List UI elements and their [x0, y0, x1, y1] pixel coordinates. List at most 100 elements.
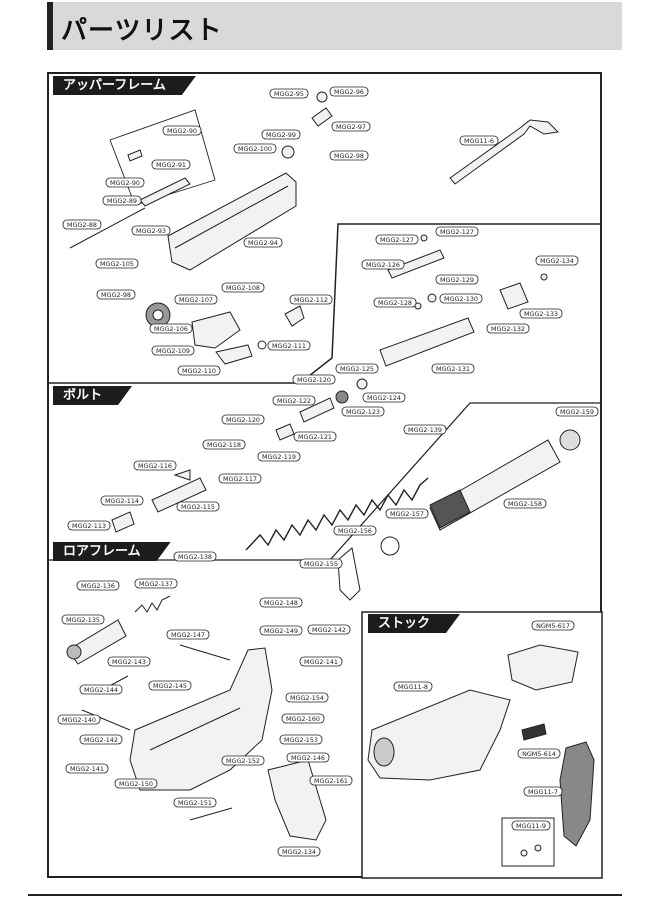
part-label: MGG2-155: [299, 558, 343, 569]
part-label-text: MGG2-127: [380, 236, 414, 244]
part-label: MGG2-156: [333, 525, 377, 536]
ejection-block: [191, 311, 241, 349]
part-label: MGG2-138: [173, 551, 217, 562]
part-label-text: MGG2-137: [139, 580, 173, 588]
part-label-text: MGG2-159: [560, 408, 594, 416]
part-label-text: MGG2-88: [67, 221, 97, 229]
part-label: MGG2-126: [361, 259, 405, 270]
diagram-frame: [47, 72, 602, 878]
part-label: MGG2-90: [105, 177, 145, 188]
part-label: NGM5-614: [517, 748, 561, 759]
part-label: MGG2-132: [486, 323, 530, 334]
part-label: MGG2-161: [309, 775, 353, 786]
part-label-text: MGG2-144: [84, 686, 118, 694]
part-label-text: MGG2-97: [336, 123, 366, 131]
part-label-text: MGG2-155: [304, 560, 338, 568]
part-label: MGG2-130: [439, 293, 483, 304]
part-label: MGG2-111: [267, 340, 311, 351]
part-label: MGG2-118: [202, 439, 246, 450]
part-label: MGG2-96: [329, 86, 369, 97]
upper-receiver: [167, 172, 297, 271]
part-label: MGG2-98: [329, 150, 369, 161]
part-label: MGG2-117: [218, 473, 262, 484]
part-label: MGG2-127: [375, 234, 419, 245]
part-label-text: MGG2-130: [444, 295, 478, 303]
part-label: MGG2-109: [151, 345, 195, 356]
part-label: MGG2-144: [79, 684, 123, 695]
part-label-text: MGG2-129: [440, 276, 474, 284]
part-label: MGG2-152: [221, 755, 265, 766]
part-label: MGG2-147: [166, 629, 210, 640]
part-label-text: MGG2-98: [334, 152, 364, 160]
part-label-text: MGG2-142: [84, 736, 118, 744]
part-label-text: MGG2-145: [153, 682, 187, 690]
part-label-text: MGG2-156: [338, 527, 372, 535]
part-label-text: MGG2-105: [100, 260, 134, 268]
rod: [69, 207, 146, 249]
part-label: MGG2-91: [151, 159, 191, 170]
part-label-text: MGG2-95: [274, 90, 304, 98]
part-label: MGG2-151: [173, 797, 217, 808]
part-label: MGG2-95: [269, 88, 309, 99]
part-label-text: MGG2-90: [167, 127, 197, 135]
part-label: MGG2-148: [259, 597, 303, 608]
part-label: MGG2-89: [102, 195, 142, 206]
part-label: MGG2-141: [299, 656, 343, 667]
part-label-text: MGG2-106: [154, 325, 188, 333]
part-label: MGG2-99: [261, 129, 301, 140]
part-label: MGG2-158: [503, 498, 547, 509]
part-label: MGG2-107: [174, 294, 218, 305]
part-label: MGG2-136: [76, 580, 120, 591]
part-label: MGG2-145: [148, 680, 192, 691]
forward-assist: [311, 107, 333, 127]
page-title: パーツリスト: [61, 16, 223, 46]
part-label: MGG2-124: [362, 392, 406, 403]
part-label-text: MGG2-110: [182, 367, 216, 375]
part-label-text: MGG2-125: [340, 365, 374, 373]
part-label-text: MGG2-139: [408, 426, 442, 434]
part-label: MGG2-114: [100, 495, 144, 506]
section-tag-stock: ストック: [368, 614, 460, 633]
part-label-text: MGG11-8: [398, 683, 428, 691]
top-rail: [387, 249, 445, 279]
part-label-text: NGM5-614: [522, 750, 556, 758]
part-label: MGG2-125: [335, 363, 379, 374]
part-label: MGG2-122: [272, 395, 316, 406]
stock-body: [367, 689, 511, 781]
part-label: MGG2-149: [259, 625, 303, 636]
part-label-text: MGG2-98: [101, 291, 131, 299]
part-label-text: MGG2-133: [524, 310, 558, 318]
footer-rule: [28, 894, 622, 896]
part-label: MGG2-127: [435, 226, 479, 237]
part-label-text: MGG2-94: [248, 239, 278, 247]
part-label-text: MGG2-141: [70, 765, 104, 773]
part-label: MGG2-137: [134, 578, 178, 589]
part-label: MGG2-110: [177, 365, 221, 376]
part-label: MGG2-94: [243, 237, 283, 248]
stock-box: [507, 644, 579, 691]
part-label: MGG11-6: [459, 135, 499, 146]
part-label-text: MGG2-131: [436, 365, 470, 373]
part-label-text: NGM5-617: [536, 622, 570, 630]
lower-receiver: [129, 647, 273, 791]
part-label: MGG2-100: [233, 143, 277, 154]
part-label: MGG2-139: [403, 424, 447, 435]
part-label: MGG2-142: [307, 624, 351, 635]
part-label-text: MGG2-146: [291, 754, 325, 762]
part-label-text: MGG2-128: [378, 299, 412, 307]
barrel-housing: [379, 317, 475, 367]
part-label-text: MGG2-140: [62, 716, 96, 724]
part-label-text: MGG2-100: [238, 145, 272, 153]
part-label-text: MGG2-141: [304, 658, 338, 666]
part-label-text: MGG2-160: [286, 715, 320, 723]
part-label-text: MGG2-138: [178, 553, 212, 561]
pistol-grip: [267, 759, 327, 841]
part-label-text: MGG2-127: [440, 228, 474, 236]
part-label: MGG2-128: [373, 297, 417, 308]
part-label-text: MGG2-121: [298, 433, 332, 441]
part-label-text: MGG2-111: [272, 342, 306, 350]
part-label: MGG11-8: [393, 681, 433, 692]
part-label-text: MGG2-119: [262, 453, 296, 461]
part-label: MGG2-160: [281, 713, 325, 724]
